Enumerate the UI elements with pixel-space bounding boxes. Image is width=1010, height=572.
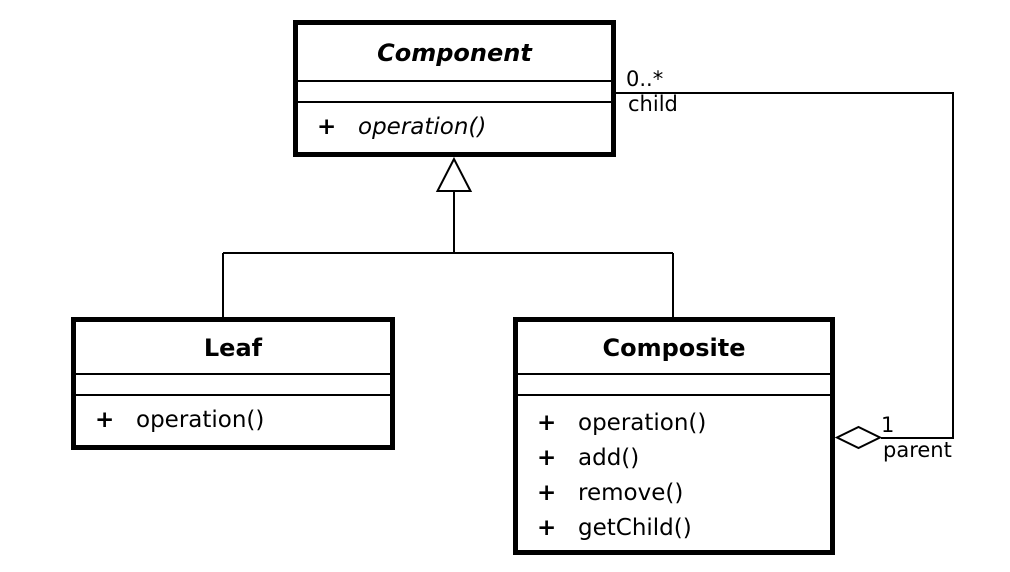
- class-name-component: Component: [298, 25, 611, 82]
- visibility-marker: +: [537, 514, 557, 541]
- methods-section-leaf: + operation(): [76, 396, 390, 437]
- method-row: + operation(): [518, 405, 830, 440]
- attributes-section-component: [298, 82, 611, 103]
- multiplicity-parent-label: 1: [881, 413, 895, 437]
- method-name: remove(): [578, 479, 684, 506]
- visibility-marker: +: [317, 113, 337, 140]
- visibility-marker: +: [537, 444, 557, 471]
- method-name: getChild(): [578, 514, 692, 541]
- attributes-section-composite: [518, 375, 830, 396]
- method-row: + remove(): [518, 475, 830, 510]
- attributes-section-leaf: [76, 375, 390, 396]
- multiplicity-child-label: 0..*: [626, 67, 664, 91]
- method-row: + operation(): [298, 109, 611, 144]
- class-box-component: Component + operation(): [293, 20, 616, 157]
- visibility-marker: +: [537, 479, 557, 506]
- methods-section-component: + operation(): [298, 103, 611, 144]
- visibility-marker: +: [537, 409, 557, 436]
- generalization-edge: [222, 191, 674, 318]
- method-name: add(): [578, 444, 640, 471]
- method-name: operation(): [136, 406, 265, 433]
- aggregation-edge: [616, 92, 954, 439]
- method-name: operation(): [578, 409, 707, 436]
- generalization-triangle-icon: [435, 156, 473, 192]
- class-box-composite: Composite + operation() + add() + remove…: [513, 317, 835, 555]
- method-row: + add(): [518, 440, 830, 475]
- visibility-marker: +: [95, 406, 115, 433]
- aggregation-diamond-icon: [834, 425, 883, 450]
- method-name: operation(): [358, 113, 487, 140]
- method-row: + getChild(): [518, 510, 830, 545]
- class-name-composite: Composite: [518, 322, 830, 375]
- class-box-leaf: Leaf + operation(): [71, 317, 395, 450]
- class-name-leaf: Leaf: [76, 322, 390, 375]
- role-child-label: child: [628, 92, 678, 116]
- method-row: + operation(): [76, 402, 390, 437]
- role-parent-label: parent: [883, 438, 952, 462]
- methods-section-composite: + operation() + add() + remove() + getCh…: [518, 396, 830, 545]
